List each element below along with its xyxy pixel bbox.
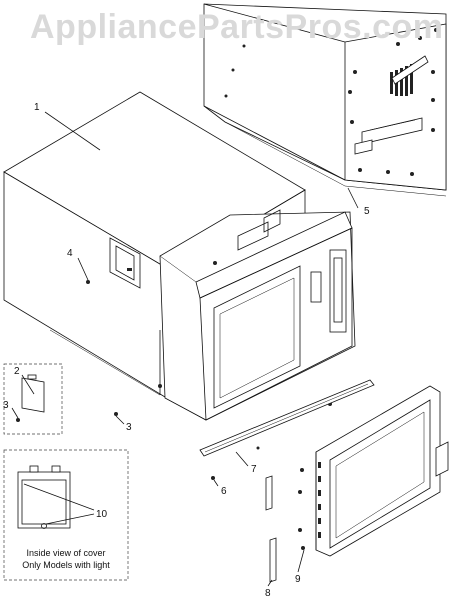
light-cover-inset <box>3 363 63 435</box>
door-assembly <box>265 385 449 583</box>
inside-view-inset <box>3 449 129 581</box>
callout-9: 9 <box>295 574 301 585</box>
watermark: AppliancePartsPros.com <box>30 8 444 46</box>
callout-3: 3 <box>126 422 132 433</box>
callout-1: 1 <box>34 102 40 113</box>
callout-3-inset: 3 <box>3 400 9 411</box>
callout-4: 4 <box>67 248 73 259</box>
inset-caption-line-2: Only Models with light <box>22 560 110 570</box>
oven-front-frame <box>158 209 356 421</box>
rear-panel-assembly <box>203 3 447 197</box>
callout-5: 5 <box>364 206 370 217</box>
callout-7: 7 <box>251 464 257 475</box>
door-trim-strip <box>199 379 375 457</box>
leader-lines <box>11 111 359 587</box>
callout-10: 10 <box>96 509 108 520</box>
callout-8: 8 <box>265 588 271 599</box>
inset-caption-line-1: Inside view of cover <box>26 548 105 558</box>
callout-6: 6 <box>221 486 227 497</box>
callout-2: 2 <box>14 366 20 377</box>
